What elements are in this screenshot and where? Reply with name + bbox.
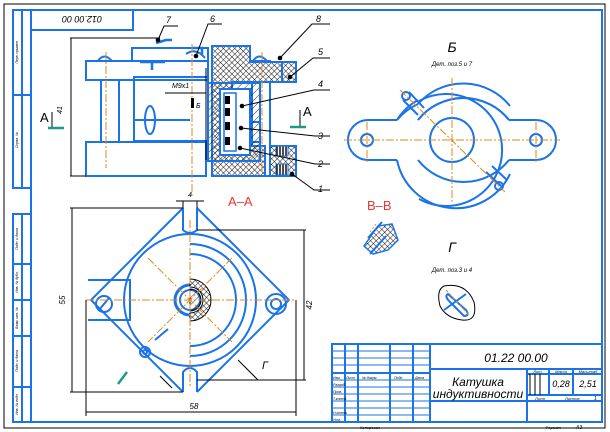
view-g-drawing [438, 284, 476, 321]
scale-value: 2,51 [578, 379, 597, 389]
header-date: Дата [414, 376, 424, 380]
designation-rotated: 012.00 00 [62, 14, 102, 24]
view-b-marker [191, 98, 194, 108]
title-line-2: индуктивности [433, 387, 524, 401]
row-tech-control: Т.контр. [333, 397, 347, 401]
view-b-axes [344, 78, 560, 202]
row-approved: Утв. [333, 418, 341, 422]
callout-6: 6 [210, 14, 215, 24]
designation: 01.22 00.00 [484, 351, 548, 365]
scale-label: Масштаб [579, 369, 598, 374]
cut-a-letter-right: А [303, 104, 312, 119]
cut-v-marker [117, 371, 128, 385]
cut-a-right: А [290, 104, 312, 129]
view-vv-drawing [363, 221, 399, 255]
title-block-header: Изм. Лист № докум. Подп. Дата Разраб. Пр… [333, 376, 424, 422]
callout-2: 2 [317, 159, 323, 169]
plan-dimensions [70, 200, 306, 416]
lit-label: Лит. [532, 369, 542, 374]
side-label-sign-date-1: Подп. и дата [15, 228, 19, 250]
view-b-caption: Дет. поз.5 и 7 [431, 62, 473, 68]
sheets-label: Листов [564, 396, 580, 401]
row-developer: Разраб. [333, 383, 346, 387]
side-stamp-top [12, 9, 32, 189]
copied-label: Копировал [360, 425, 381, 430]
screw-7 [140, 38, 172, 70]
callout-3: 3 [318, 131, 323, 141]
side-label-ref-no: Справ. № [15, 132, 19, 148]
dimension-41-label: 41 [57, 106, 64, 114]
side-label-sign-date-2: Подп. и дата [15, 350, 19, 372]
thread-label: М9х1 [172, 83, 189, 90]
side-stamp-bottom [12, 213, 32, 423]
sheets-value: 1 [594, 396, 597, 402]
callout-5: 5 [318, 47, 324, 57]
view-g-caption: Дет. поз.3 и 4 [431, 268, 473, 274]
front-view-axes [105, 44, 263, 196]
view-g-arrow-letter: Г [262, 360, 269, 372]
callout-7: 7 [166, 15, 172, 25]
dimension-slot-width: 4 [188, 192, 192, 199]
dimension-58: 58 [190, 402, 199, 411]
view-g-label: Г [448, 239, 457, 255]
title-line-1: Катушка [452, 375, 504, 389]
format-value: А3 [575, 425, 582, 431]
callout-leaders [157, 23, 330, 191]
mass-label: Масса [555, 369, 568, 374]
sheet-outer-border [3, 3, 606, 429]
side-stamp-labels: Перв. примен. Справ. № Подп. и дата Инв.… [15, 40, 19, 415]
side-label-replace-inv: Взам. инв. № [15, 307, 19, 329]
callout-1: 1 [318, 184, 323, 194]
dimension-height-front [70, 37, 160, 177]
header-list: Лист [345, 376, 355, 380]
header-sign: Подп. [394, 376, 403, 380]
callout-dots [155, 37, 295, 177]
callout-8: 8 [316, 14, 321, 24]
row-checked: Пров. [333, 390, 342, 394]
title-block [331, 343, 603, 423]
section-vv-label: В–В [367, 198, 392, 213]
mass-value: 0,28 [552, 379, 570, 389]
view-b-arrow-letter: Б [196, 103, 201, 110]
header-doc: № докум. [362, 376, 377, 380]
cut-a-left: А [40, 110, 64, 130]
view-b-label: Б [447, 39, 456, 55]
header-izm: Изм. [333, 376, 340, 380]
row-norm-control: Н.контр. [333, 411, 348, 415]
section-aa-label: А–А [228, 194, 253, 209]
cut-a-letter-left: А [40, 110, 49, 125]
callout-4: 4 [318, 79, 323, 89]
format-label: Формат [545, 425, 562, 430]
plan-view-axes [86, 220, 296, 388]
side-label-dup-inv: Инв. № дубл. [15, 271, 19, 293]
sheet-label: Лист [534, 396, 546, 401]
side-label-first-use: Перв. примен. [15, 40, 19, 63]
dimension-42: 42 [305, 300, 314, 309]
coil-housing [185, 45, 297, 177]
dimension-55: 55 [58, 295, 67, 304]
side-label-orig-inv: Инв. № подл. [15, 393, 19, 415]
